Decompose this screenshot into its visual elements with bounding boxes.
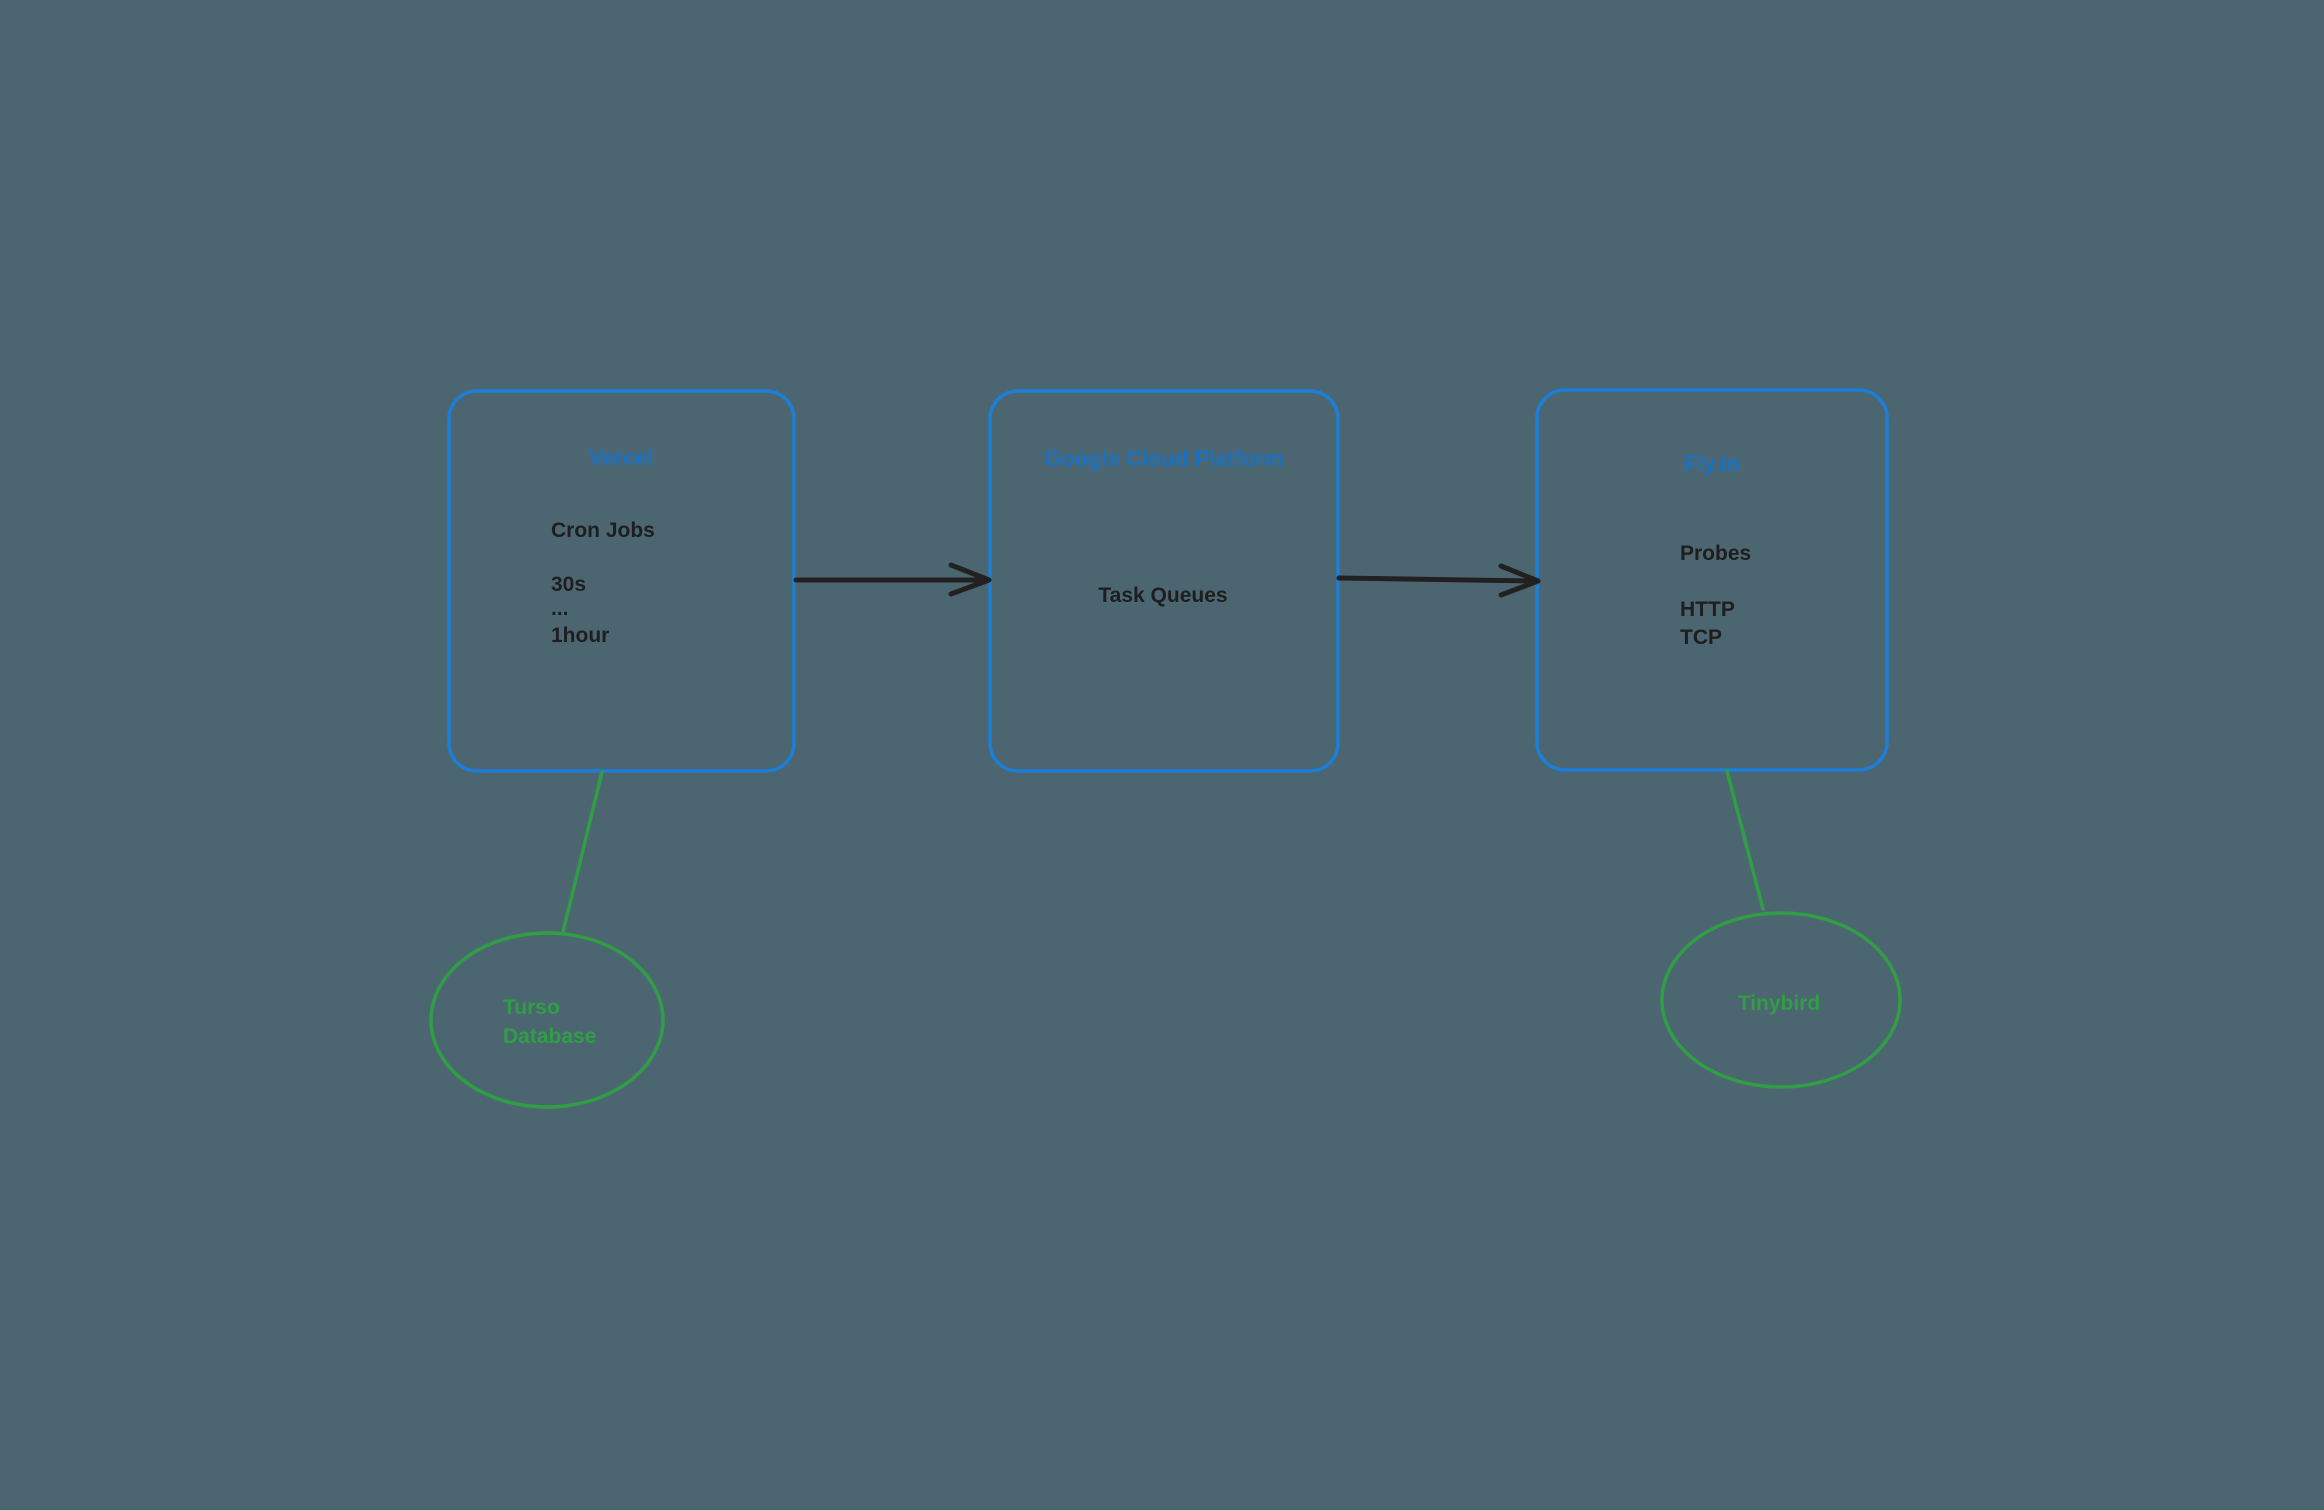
vercel-title: Vercel bbox=[589, 445, 654, 470]
connector-flyio-to-tinybird bbox=[1725, 769, 1765, 911]
turso-label-line1: Turso bbox=[503, 996, 560, 1019]
arrow-gcp-to-flyio-head bbox=[1498, 563, 1541, 598]
arrow-gcp-to-flyio bbox=[1336, 563, 1541, 598]
flyio-title: Fly.io bbox=[1684, 451, 1740, 476]
node-tinybird: Tinybird bbox=[1660, 911, 1902, 1089]
tinybird-label: Tinybird bbox=[1738, 992, 1820, 1015]
arrow-vercel-to-gcp bbox=[793, 562, 992, 597]
vercel-line-30s: 30s bbox=[551, 573, 586, 596]
node-google-cloud-platform: Google Cloud Platform Task Queues bbox=[988, 389, 1340, 773]
arrow-gcp-to-flyio-line bbox=[1336, 575, 1538, 584]
flyio-box-shape bbox=[1535, 388, 1889, 772]
turso-label-line2: Database bbox=[503, 1025, 596, 1048]
vercel-line-1hour: 1hour bbox=[551, 624, 609, 647]
arrow-vercel-to-gcp-head bbox=[948, 562, 992, 597]
node-turso-database: Turso Database bbox=[429, 931, 665, 1109]
gcp-line-task-queues: Task Queues bbox=[1098, 584, 1227, 607]
flyio-line-tcp: TCP bbox=[1680, 626, 1722, 649]
vercel-line-cron-jobs: Cron Jobs bbox=[551, 519, 655, 542]
tinybird-ellipse-shape bbox=[1660, 911, 1902, 1089]
flyio-line-http: HTTP bbox=[1680, 598, 1735, 621]
gcp-title: Google Cloud Platform bbox=[1044, 446, 1284, 471]
node-vercel: Vercel Cron Jobs 30s ... 1hour bbox=[447, 389, 796, 773]
turso-ellipse-shape bbox=[429, 931, 665, 1109]
node-flyio: Fly.io Probes HTTP TCP bbox=[1535, 388, 1889, 772]
flyio-line-probes: Probes bbox=[1680, 542, 1751, 565]
vercel-line-ellipsis: ... bbox=[551, 597, 569, 620]
connector-vercel-to-turso bbox=[561, 770, 604, 934]
